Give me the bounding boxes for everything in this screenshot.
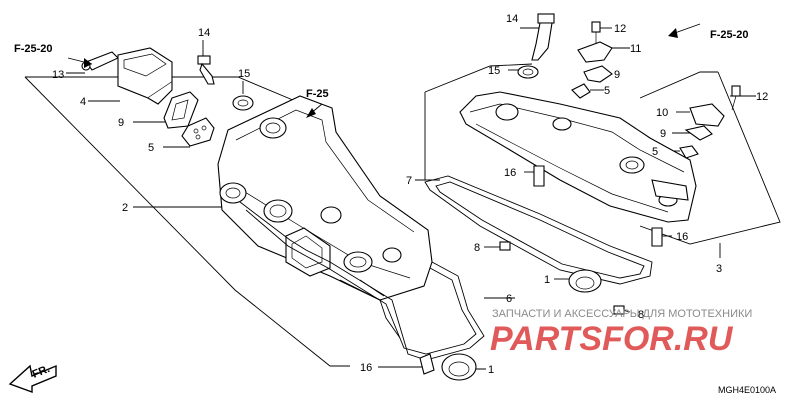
watermark-caption: ЗАПЧАСТИ И АКСЕССУАРЫ ДЛЯ МОТОТЕХНИКИ (492, 308, 752, 320)
arrow-f25-20-right (668, 23, 701, 38)
watermark-brand: PARTSFOR.RU (490, 320, 734, 358)
callout-13: 13 (52, 69, 64, 81)
callout-7: 7 (406, 175, 412, 187)
callout-15-left: 15 (238, 68, 250, 80)
bracket-11 (577, 41, 613, 63)
callout-14-left: 14 (198, 27, 210, 39)
bolt-14-right (531, 13, 555, 61)
bolt-16-right-upper (533, 165, 545, 187)
bracket-10 (689, 103, 725, 127)
cylinder-head-cover-left (217, 95, 433, 301)
callout-16-right-upper: 16 (504, 167, 516, 179)
diagram-code: MGH4E0100A (718, 385, 776, 395)
seal-8-lower (613, 305, 625, 315)
clip-5-upper (571, 83, 591, 99)
callout-9-left: 9 (118, 117, 124, 129)
ignition-coil (81, 47, 173, 105)
callout-2: 2 (122, 202, 128, 214)
callout-4: 4 (80, 96, 86, 108)
callout-3: 3 (716, 263, 722, 275)
seal-1-right (568, 269, 602, 293)
front-label: FR. (31, 363, 52, 381)
arrow-f25-20-left (67, 57, 93, 68)
coil-connector (163, 91, 199, 129)
bracket-9-lower (684, 125, 713, 141)
ref-f25-20-left: F-25-20 (14, 43, 53, 55)
arrow-f25 (306, 103, 323, 118)
callout-9-lower: 9 (660, 128, 666, 140)
ref-f25-20-right: F-25-20 (710, 29, 749, 41)
bolt-16-right-lower (651, 227, 663, 247)
bolt-14-left (197, 55, 215, 85)
bolt-16-left (419, 353, 435, 375)
callout-11: 11 (630, 43, 641, 55)
washer-15-right (517, 65, 539, 79)
washer-15-left (232, 95, 254, 111)
seal-1-left (441, 353, 477, 381)
seal-8-mid (499, 241, 511, 251)
callout-15-right: 15 (488, 65, 500, 77)
ref-f25: F-25 (306, 88, 329, 100)
clip-5-lower (679, 145, 699, 159)
callout-5-upper: 5 (604, 85, 610, 97)
callout-8-lower: 8 (638, 309, 644, 321)
callout-9-upper: 9 (614, 69, 620, 81)
gasket-right (424, 175, 653, 285)
gasket-left (239, 201, 485, 361)
bolt-12-right (731, 85, 741, 111)
callout-1-right: 1 (544, 274, 550, 286)
callout-12-top: 12 (614, 23, 626, 35)
callout-10: 10 (656, 107, 668, 119)
callout-12-right: 12 (756, 91, 768, 103)
callout-8-mid: 8 (474, 242, 480, 254)
callout-14-right: 14 (506, 13, 518, 25)
callout-1-left: 1 (488, 364, 494, 376)
callout-16-left: 16 (360, 362, 372, 374)
bracket-9-upper (583, 65, 613, 83)
cylinder-head-cover-right (459, 91, 697, 223)
callout-5-left: 5 (148, 142, 154, 154)
callout-5-lower: 5 (652, 146, 658, 158)
callout-6: 6 (506, 293, 512, 305)
callout-16-right-lower: 16 (676, 231, 688, 243)
coil-grommet (181, 117, 215, 147)
front-direction-marker: FR. (8, 363, 57, 393)
